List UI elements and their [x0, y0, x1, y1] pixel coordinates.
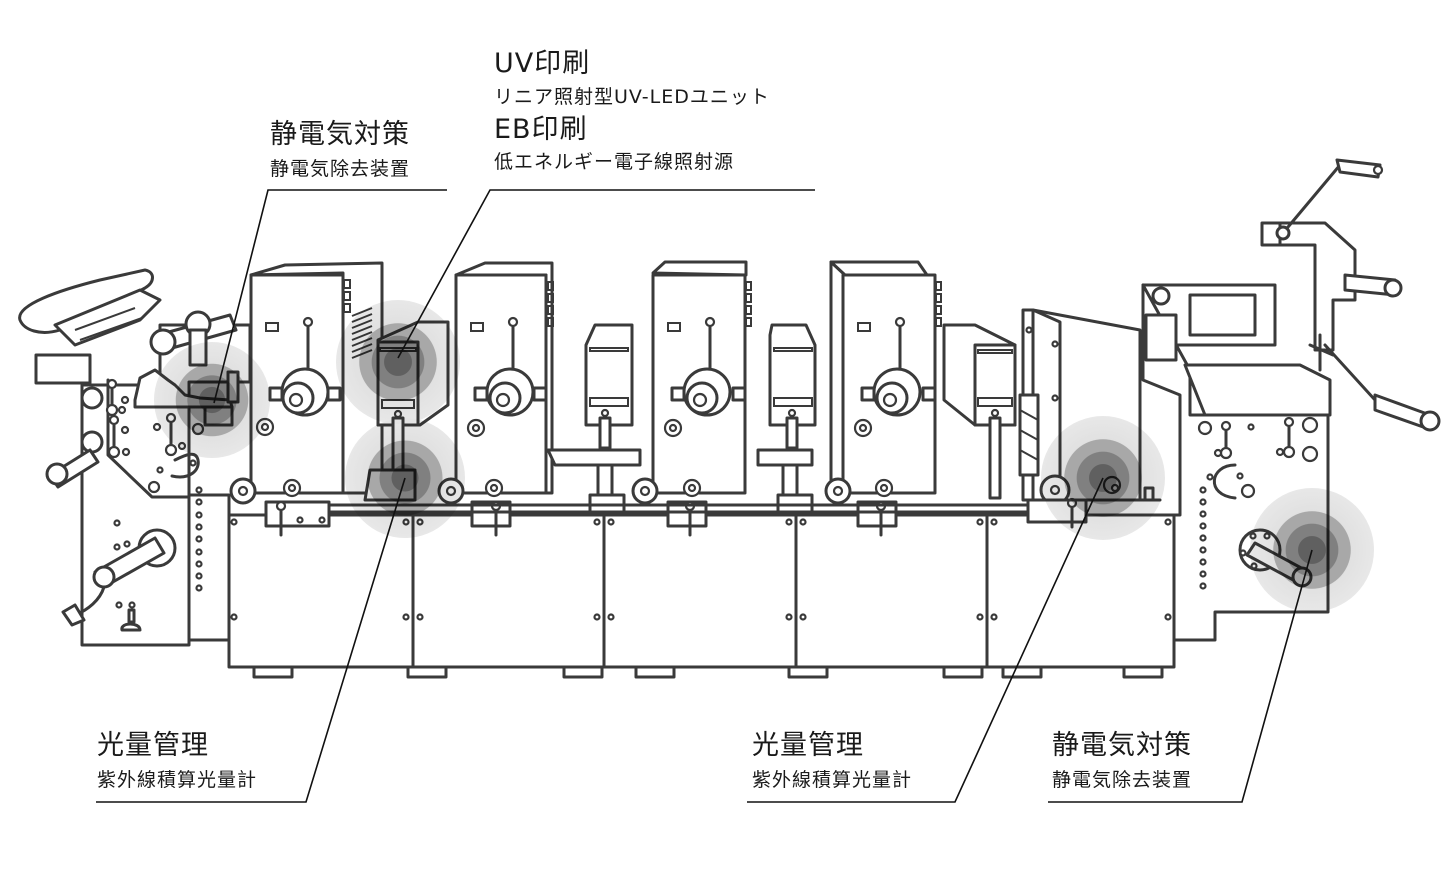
base-cabinets: [227, 513, 1176, 679]
hotspot-static-left: [154, 342, 270, 458]
drying-unit-1: [546, 323, 642, 514]
callout-subtitle: 紫外線積算光量計: [752, 769, 913, 791]
leader-light-left: [96, 477, 406, 803]
callout-subtitle-uv: リニア照射型UV-LEDユニット: [494, 86, 770, 108]
unwinder-side-dots: [195, 486, 203, 592]
rewinder-side-dots: [1199, 486, 1207, 590]
cabinet-screws: [230, 518, 1172, 621]
callout-uv-eb: UV印刷 リニア照射型UV-LEDユニット EB印刷 低エネルギー電子線照射源: [494, 48, 770, 175]
callout-subtitle: 静電気除去装置: [270, 158, 411, 180]
hotspots: [154, 300, 1374, 612]
callout-title-uv: UV印刷: [494, 48, 591, 79]
print-station-4: [824, 260, 942, 537]
cabinet-feet: [252, 665, 1164, 679]
callout-title: 光量管理: [97, 730, 209, 761]
unwinder-unit: [18, 268, 252, 647]
callout-title: 静電気対策: [1052, 730, 1192, 761]
callout-title-eb: EB印刷: [494, 114, 588, 145]
leader-static-bottom: [1048, 549, 1313, 803]
callout-title: 静電気対策: [270, 119, 410, 150]
hotspot-uv-led: [336, 300, 460, 424]
print-station-1: [229, 261, 384, 537]
callout-title: 光量管理: [752, 730, 864, 761]
drying-unit-2: [756, 323, 817, 514]
leader-lines: [96, 189, 1313, 803]
print-station-3: [631, 260, 752, 537]
leader-static-top: [213, 189, 447, 404]
callout-static-top: 静電気対策 静電気除去装置: [270, 119, 410, 182]
callout-subtitle: 静電気除去装置: [1052, 769, 1193, 791]
callout-light-right: 光量管理 紫外線積算光量計: [752, 730, 912, 793]
leader-light-right: [747, 477, 1104, 803]
callout-light-left: 光量管理 紫外線積算光量計: [97, 730, 257, 793]
callout-static-bottom: 静電気対策 静電気除去装置: [1052, 730, 1192, 793]
callout-subtitle-eb: 低エネルギー電子線照射源: [494, 151, 735, 173]
leader-uv-eb: [397, 189, 815, 359]
callout-subtitle: 紫外線積算光量計: [97, 769, 258, 791]
drying-unit-3: [942, 323, 1017, 500]
print-station-2: [437, 261, 554, 537]
